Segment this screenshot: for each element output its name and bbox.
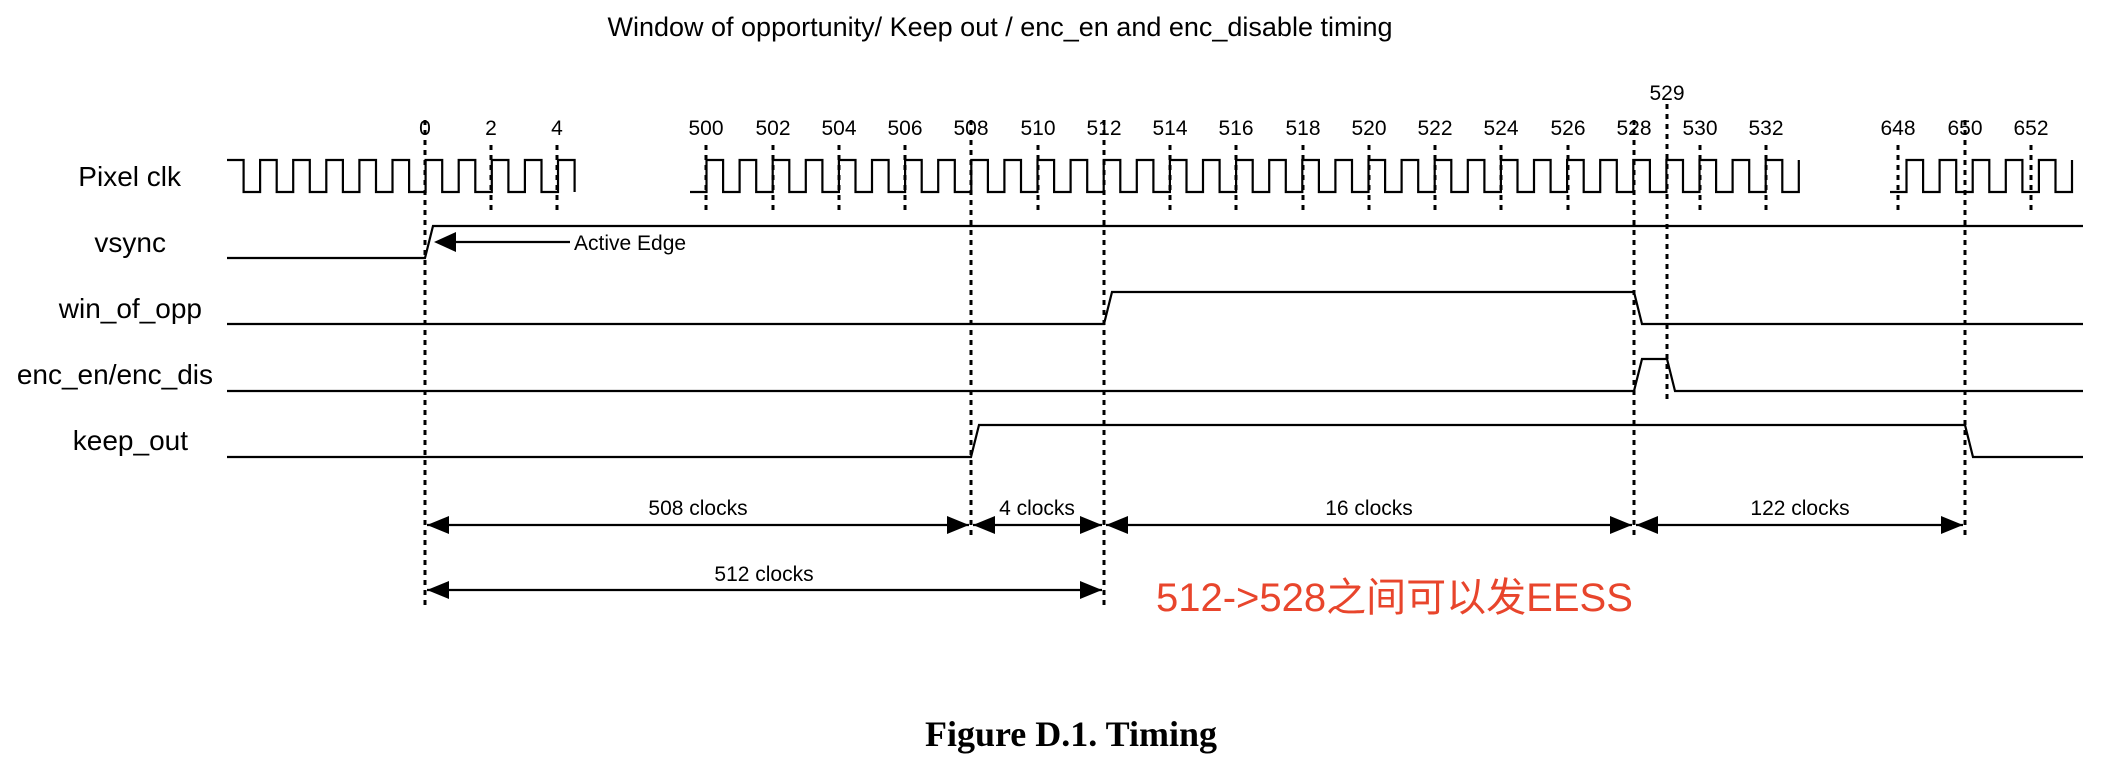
tick-label: 0 [419,117,431,140]
tick-label: 516 [1218,117,1253,140]
active-edge-arrowhead [434,232,456,252]
tick-label: 510 [1020,117,1055,140]
tick-label: 526 [1550,117,1585,140]
keep-out-waveform [227,423,2083,459]
tick-label: 518 [1285,117,1320,140]
diagram-title: Window of opportunity/ Keep out / enc_en… [607,12,1392,42]
measurement-512-clocks: 512 clocks [427,563,1102,599]
clock-tick-labels: 0 2 4 500 502 504 506 508 510 512 514 51… [419,82,2048,140]
tick-label: 528 [1616,117,1651,140]
tick-label: 2 [485,117,497,140]
measurement-4-clocks: 4 clocks [973,497,1102,534]
tick-label: 504 [821,117,856,140]
tick-label: 520 [1351,117,1386,140]
measurement-label: 16 clocks [1325,497,1413,520]
measurement-label: 122 clocks [1750,497,1849,520]
active-edge-label: Active Edge [574,232,686,255]
tick-label: 650 [1947,117,1982,140]
tick-label: 502 [755,117,790,140]
pixel-clk-waveform [227,158,2074,194]
measurement-arrows: 508 clocks 4 clocks 16 clocks 122 clocks… [427,497,1963,599]
tick-label: 648 [1880,117,1915,140]
tick-label: 524 [1483,117,1518,140]
measurement-122-clocks: 122 clocks [1636,497,1963,534]
enc-en-dis-waveform [227,357,2083,393]
tick-label: 500 [688,117,723,140]
tick-label: 522 [1417,117,1452,140]
figure-caption: Figure D.1. Timing [925,714,1217,754]
tick-label: 532 [1748,117,1783,140]
win-of-opp-waveform [227,290,2083,326]
tick-label: 506 [887,117,922,140]
tick-label: 4 [551,117,563,140]
clock-segment-middle [690,158,1800,194]
eess-annotation: 512->528之间可以发EESS [1156,576,1633,620]
signal-label-keep-out: keep_out [73,425,188,456]
tick-label: 652 [2013,117,2048,140]
clock-tick-marks [489,145,2033,210]
active-edge-annotation: Active Edge [434,232,686,255]
vsync-waveform [227,224,2083,260]
signal-label-enc-en-dis: enc_en/enc_dis [17,359,213,390]
measurement-16-clocks: 16 clocks [1106,497,1632,534]
tick-label: 529 [1649,82,1684,105]
measurement-label: 508 clocks [648,497,747,520]
signal-label-pixel-clk: Pixel clk [78,161,182,192]
measurement-label: 512 clocks [714,563,813,586]
measurement-508-clocks: 508 clocks [427,497,969,534]
tick-label: 508 [953,117,988,140]
clock-segment-start [227,158,576,194]
guide-lines [423,104,1967,610]
signal-labels: Pixel clk vsync win_of_opp enc_en/enc_di… [17,161,213,456]
tick-label: 514 [1152,117,1187,140]
tick-label: 512 [1086,117,1121,140]
signal-label-win-of-opp: win_of_opp [58,293,202,324]
measurement-label: 4 clocks [999,497,1075,520]
clock-segment-end [1890,158,2074,194]
signal-label-vsync: vsync [94,227,166,258]
tick-label: 530 [1682,117,1717,140]
